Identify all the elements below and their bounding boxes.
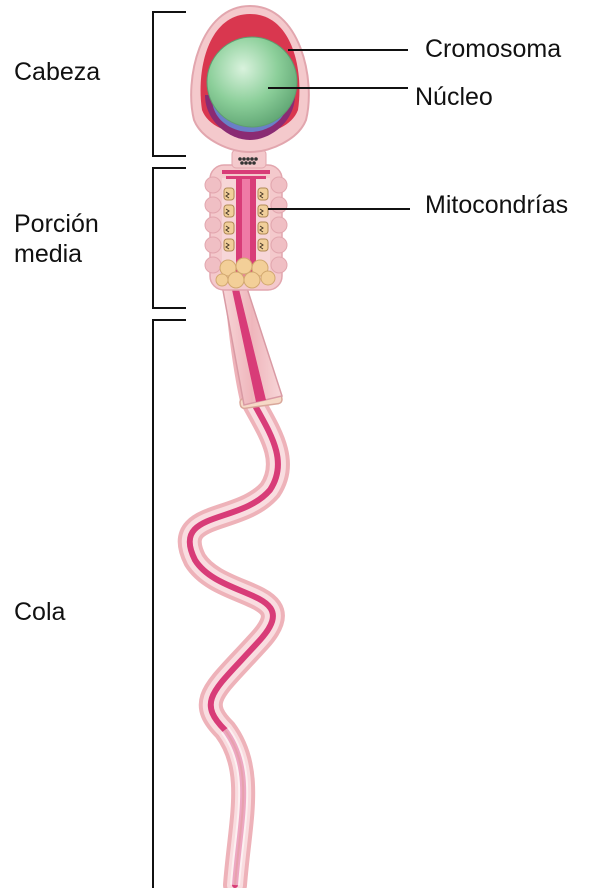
label-midpiece-line2: media [14, 240, 99, 270]
tail-flagellum [190, 285, 283, 885]
tail-bracket [153, 320, 186, 888]
label-mitochondria: Mitocondrías [425, 192, 568, 220]
label-midpiece-line1: Porción [14, 210, 99, 240]
nucleus-shape [207, 37, 297, 127]
label-nucleus: Núcleo [415, 84, 493, 112]
label-head: Cabeza [14, 58, 100, 88]
label-tail: Cola [14, 598, 65, 628]
label-chromosome: Cromosoma [425, 36, 561, 64]
head-bracket [153, 12, 186, 156]
head [191, 6, 309, 152]
midpiece [205, 165, 287, 290]
label-midpiece: Porción media [14, 210, 99, 269]
midpiece-bracket [153, 168, 186, 308]
